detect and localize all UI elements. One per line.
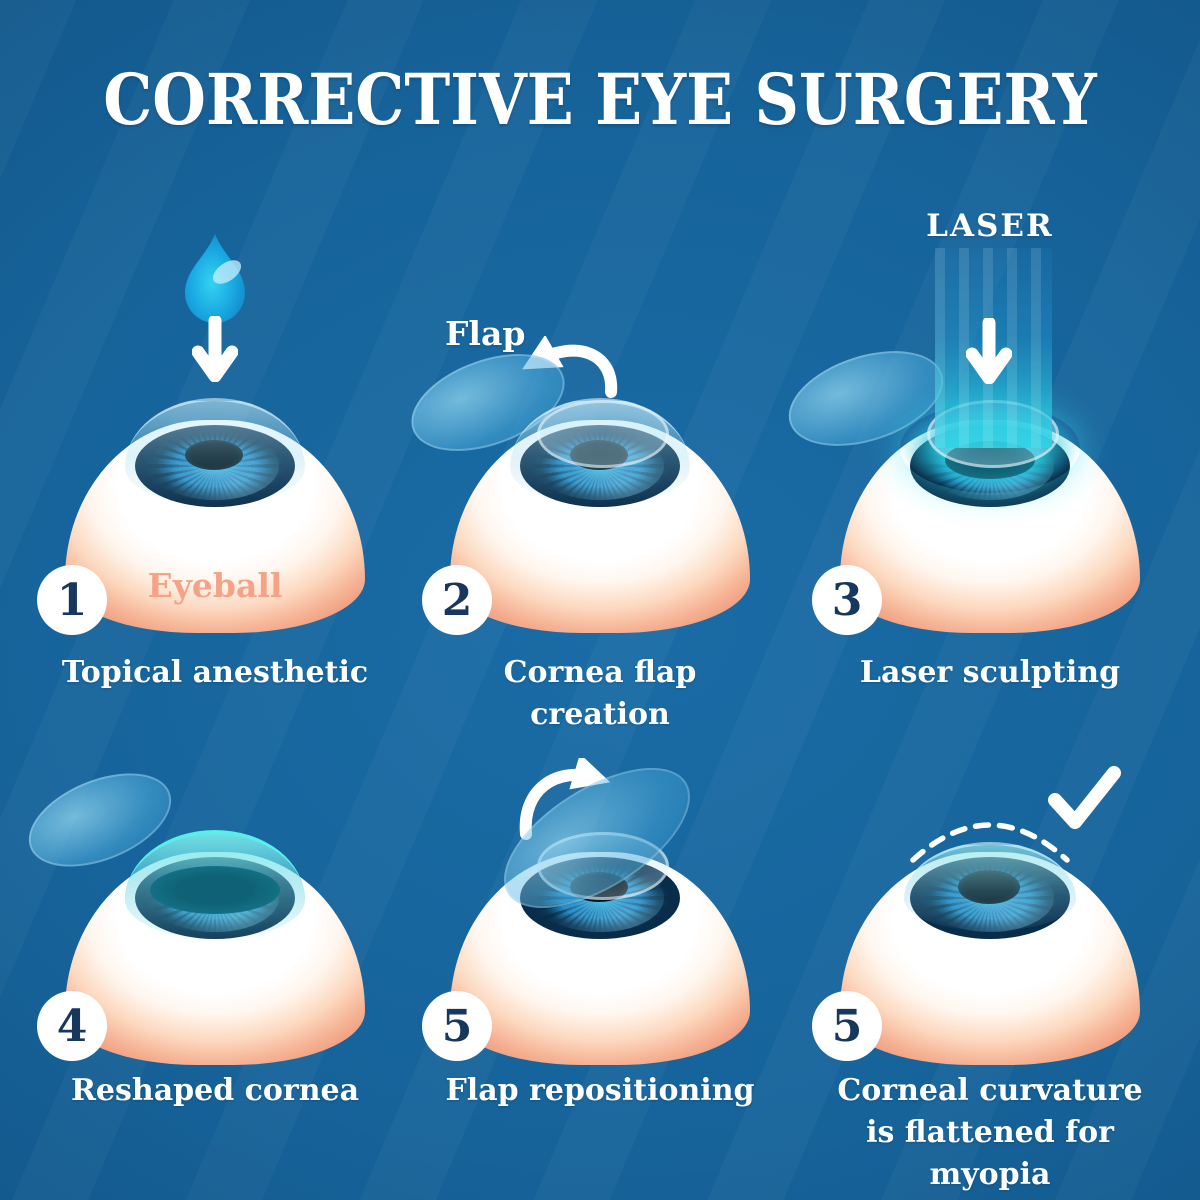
step-number: 1 [56,574,88,626]
checkmark-icon [1048,766,1121,829]
step-badge: 5 [422,991,492,1061]
step-caption: Laser sculpting [859,655,1121,690]
eyeball-illustration [65,830,365,1070]
eyeball-illustration [450,398,750,638]
step-number: 2 [441,574,473,626]
eyeball-illustration [840,830,1140,1070]
step-badge: 3 [812,565,882,635]
step-number: 5 [831,1000,863,1052]
eyeball-label: Eyeball [147,566,283,605]
step-panel-flattened-curvature: 5 Corneal curvature is flattened for myo… [805,720,1175,1200]
step-badge: 4 [37,991,107,1061]
step-badge: 5 [812,991,882,1061]
flattened-cornea-cap [904,842,1076,931]
step-panel-reshaped-cornea: 4 Reshaped cornea [15,720,400,1200]
step-number: 3 [831,574,863,626]
flap-edge-ring [537,400,669,468]
step-badge: 1 [37,565,107,635]
curved-arrow-right-icon [519,758,611,840]
step-caption: Corneal curvature is flattened for myopi… [837,1073,1143,1192]
step-panel-laser-sculpting: LASER 3 Laser sculpting [776,180,1175,710]
ablation-zone [150,866,280,914]
step-number: 5 [441,1000,473,1052]
curved-arrow-left-icon [522,336,618,398]
step-caption: Topical anesthetic [61,655,369,690]
flap-label: Flap [445,314,526,353]
water-drop-icon [185,234,245,323]
step-caption: Reshaped cornea [70,1073,360,1108]
step-badge: 2 [422,565,492,635]
step-caption: Cornea flap creation [503,655,697,732]
step-caption: Flap repositioning [445,1073,755,1108]
dashed-curvature-arc [910,822,1070,863]
laser-label: LASER [926,208,1054,244]
step-panel-flap-repositioning: 5 Flap repositioning [415,720,785,1200]
step-panel-cornea-flap-creation: Flap 2 Cornea flap creation [398,180,785,732]
down-arrow-icon [966,318,1012,384]
step-number: 4 [56,1000,88,1052]
eyeball-illustration [65,398,365,638]
step-panel-topical-anesthetic: Eyeball 1 Topical anesthetic [30,180,400,710]
cornea-cap [125,398,305,506]
down-arrow-icon [192,316,238,382]
page-title: CORRECTIVE EYE SURGERY [103,58,1097,141]
